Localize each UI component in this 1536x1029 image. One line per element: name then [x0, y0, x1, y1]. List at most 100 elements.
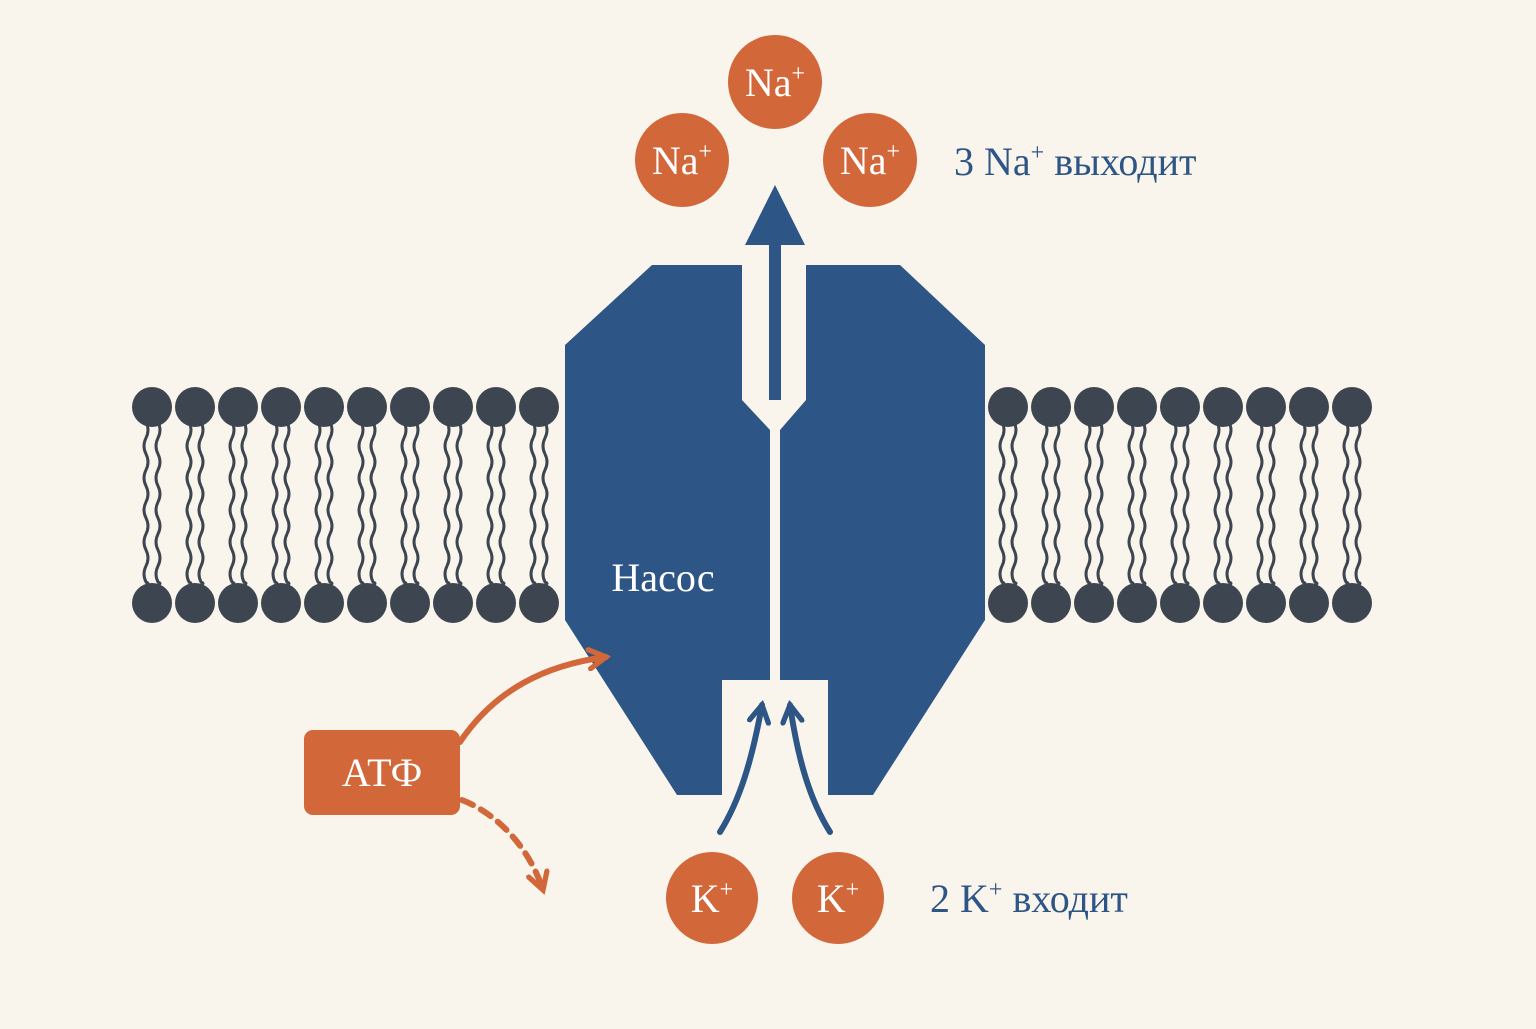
lipid-head	[261, 387, 301, 427]
lipid-head	[476, 387, 516, 427]
lipid-tail	[1139, 421, 1147, 587]
lipid-tail	[1041, 421, 1049, 587]
lipid-head	[1203, 583, 1243, 623]
atp-energy-arrow	[457, 657, 606, 745]
lipid-head	[988, 387, 1028, 427]
pump-right-half	[780, 265, 985, 795]
lipid-head	[218, 583, 258, 623]
lipid-tail	[357, 421, 365, 587]
na-ion-label: Na+	[652, 138, 712, 183]
lipid-tail	[1225, 421, 1233, 587]
lipid-tail	[541, 421, 549, 587]
na-exit-label: 3 Na+ выходит	[954, 139, 1197, 184]
lipid-head	[1031, 387, 1071, 427]
lipid-head	[476, 583, 516, 623]
lipid-tail	[529, 421, 537, 587]
lipid-head	[1160, 583, 1200, 623]
lipid-tail	[154, 421, 162, 587]
lipid-tail	[1268, 421, 1276, 587]
na-ion: Na+	[728, 35, 822, 129]
pump-left-half	[565, 265, 770, 795]
lipid-tail	[443, 421, 451, 587]
lipid-head	[1289, 583, 1329, 623]
lipid-head	[1289, 387, 1329, 427]
lipid-head	[519, 387, 559, 427]
lipid-head	[1160, 387, 1200, 427]
lipid-tail	[400, 421, 408, 587]
lipid-tail	[1342, 421, 1350, 587]
lipid-head	[1117, 387, 1157, 427]
lipid-tail	[142, 421, 150, 587]
na-ion-circle	[728, 35, 822, 129]
lipid-head	[1246, 583, 1286, 623]
lipid-tail	[412, 421, 420, 587]
k-ion: K+	[666, 852, 758, 944]
lipid-tail	[998, 421, 1006, 587]
lipid-head	[132, 583, 172, 623]
lipid-tail	[228, 421, 236, 587]
k-ion-circle	[792, 852, 884, 944]
lipid-bilayer-left	[132, 387, 559, 623]
lipid-head	[175, 583, 215, 623]
lipid-tail	[1053, 421, 1061, 587]
lipid-head	[218, 387, 258, 427]
lipid-head	[261, 583, 301, 623]
lipid-tail	[1096, 421, 1104, 587]
na-ion: Na+	[823, 113, 917, 207]
lipid-head	[1203, 387, 1243, 427]
lipid-tail	[1084, 421, 1092, 587]
lipid-tail	[185, 421, 193, 587]
pump-label: Насос	[611, 555, 714, 600]
k-ion: K+	[792, 852, 884, 944]
atp-box: АТФ	[304, 730, 460, 815]
lipid-head	[1031, 583, 1071, 623]
na-ion: Na+	[635, 113, 729, 207]
lipid-tail	[271, 421, 279, 587]
lipid-tail	[1213, 421, 1221, 587]
lipid-tail	[369, 421, 377, 587]
lipid-tail	[1010, 421, 1018, 587]
lipid-tail	[498, 421, 506, 587]
lipid-head	[1332, 583, 1372, 623]
lipid-tail	[1299, 421, 1307, 587]
lipid-tail	[1170, 421, 1178, 587]
lipid-head	[433, 387, 473, 427]
na-ion-circle	[635, 113, 729, 207]
lipid-bilayer-right	[988, 387, 1372, 623]
k-entry-arrow-right	[790, 705, 833, 835]
lipid-tail	[197, 421, 205, 587]
lipid-tail	[455, 421, 463, 587]
lipid-head	[175, 387, 215, 427]
lipid-head	[1074, 583, 1114, 623]
k-ion-label: K+	[691, 876, 733, 921]
lipid-head	[1074, 387, 1114, 427]
atp-label: АТФ	[342, 750, 423, 795]
lipid-tail	[283, 421, 291, 587]
lipid-head	[1246, 387, 1286, 427]
lipid-tail	[240, 421, 248, 587]
na-ion-circle	[823, 113, 917, 207]
k-entry-arrow-left	[717, 705, 762, 835]
lipid-tail	[1182, 421, 1190, 587]
lipid-head	[390, 387, 430, 427]
lipid-head	[304, 387, 344, 427]
lipid-tail	[1311, 421, 1319, 587]
lipid-tail	[1354, 421, 1362, 587]
k-ion-label: K+	[817, 876, 859, 921]
lipid-tail	[326, 421, 334, 587]
na-ion-label: Na+	[745, 60, 805, 105]
lipid-head	[347, 387, 387, 427]
lipid-head	[347, 583, 387, 623]
lipid-tail	[314, 421, 322, 587]
lipid-head	[519, 583, 559, 623]
atp-product-arrow	[459, 797, 543, 890]
pump-protein: Насос	[565, 265, 985, 795]
lipid-head	[304, 583, 344, 623]
lipid-head	[390, 583, 430, 623]
lipid-head	[132, 387, 172, 427]
lipid-head	[1117, 583, 1157, 623]
k-enter-label: 2 K+ входит	[930, 876, 1128, 921]
lipid-head	[988, 583, 1028, 623]
